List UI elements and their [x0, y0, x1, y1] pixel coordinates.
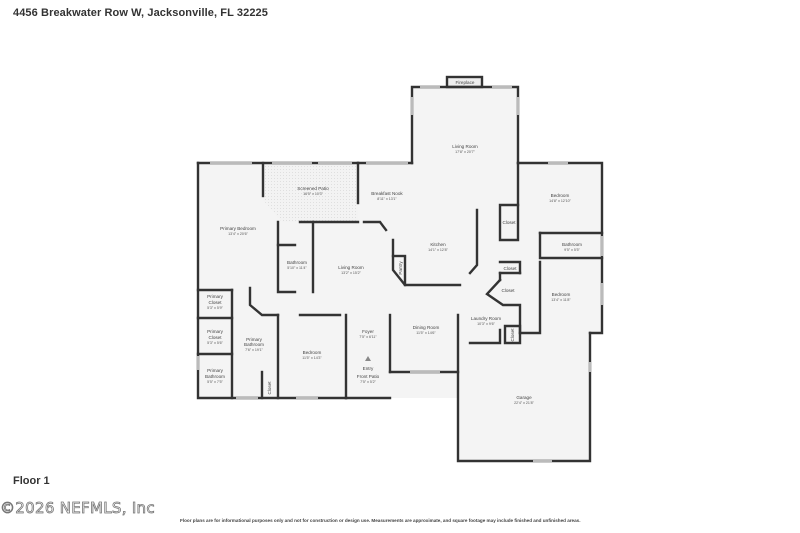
- room-primary-bathroom-2-line2: Bathroom: [205, 374, 225, 379]
- svg-text:14'1" x 12'8": 14'1" x 12'8": [428, 248, 448, 252]
- svg-text:13'4" x 11'8": 13'4" x 11'8": [551, 298, 571, 302]
- screened-patio-floor: [263, 163, 358, 222]
- room-closet-laundry: Closet: [510, 328, 515, 342]
- disclaimer-text: Floor plans are for informational purpos…: [180, 518, 581, 523]
- floor-fill: [198, 87, 602, 461]
- room-primary-bathroom-1-line2: Bathroom: [244, 342, 264, 347]
- svg-text:22'4" x 21'8": 22'4" x 21'8": [514, 401, 534, 405]
- property-address: 4456 Breakwater Row W, Jacksonville, FL …: [13, 7, 268, 19]
- svg-text:10'3" x 9'6": 10'3" x 9'6": [477, 322, 495, 326]
- windows: [197, 86, 603, 462]
- room-primary-closet-2: Primary: [207, 329, 224, 334]
- room-closet-sw: Closet: [267, 381, 272, 395]
- room-screened-patio: Screened Patio: [297, 186, 329, 191]
- svg-text:16'5" x 10'3": 16'5" x 10'3": [303, 192, 323, 196]
- room-primary-bedroom: Primary Bedroom: [220, 226, 256, 231]
- room-bedroom-s: Bedroom: [303, 350, 322, 355]
- room-entry: Entry: [363, 366, 374, 371]
- svg-text:7'5" x 6'11": 7'5" x 6'11": [359, 335, 377, 339]
- svg-text:8'11" x 13'1": 8'11" x 13'1": [377, 197, 397, 201]
- room-front-patio: Front Patio: [357, 374, 380, 379]
- room-closet-e2: Closet: [501, 288, 515, 293]
- room-fireplace: Fireplace: [456, 80, 475, 85]
- room-breakfast-nook: Breakfast Nook: [371, 191, 403, 196]
- room-primary-bathroom-1: Primary: [246, 337, 263, 342]
- svg-text:5'10" x 11'4": 5'10" x 11'4": [287, 266, 307, 270]
- svg-text:11'5" x 14'3": 11'5" x 14'3": [302, 356, 322, 360]
- svg-text:5'5" x 7'5": 5'5" x 7'5": [207, 380, 223, 384]
- room-bedroom-e: Bedroom: [552, 292, 571, 297]
- svg-text:17'8" x 20'7": 17'8" x 20'7": [455, 150, 475, 154]
- floor-label: Floor 1: [13, 475, 50, 487]
- room-primary-closet-1-line2: Closet: [208, 300, 222, 305]
- room-closet-e1: Closet: [503, 266, 517, 271]
- svg-text:11'5" x 14'6": 11'5" x 14'6": [416, 331, 436, 335]
- room-living-room-2: Living Room: [338, 265, 364, 270]
- svg-text:9'5" x 5'5": 9'5" x 5'5": [564, 248, 580, 252]
- room-primary-closet-1: Primary: [207, 294, 224, 299]
- copyright-watermark: ©2026 NEFMLS, Inc: [0, 499, 155, 518]
- svg-text:14'8" x 12'10": 14'8" x 12'10": [549, 199, 571, 203]
- room-primary-closet-2-line2: Closet: [208, 335, 222, 340]
- room-garage: Garage: [516, 395, 532, 400]
- room-closet-ne: Closet: [502, 220, 516, 225]
- svg-text:7'5" x 5'2": 7'5" x 5'2": [360, 380, 376, 384]
- room-bathroom-hall: Bathroom: [287, 260, 307, 265]
- room-foyer: Foyer: [362, 329, 374, 334]
- room-kitchen: Kitchen: [430, 242, 446, 247]
- svg-text:5'3" x 5'9": 5'3" x 5'9": [207, 306, 223, 310]
- room-living-room-main: Living Room: [452, 144, 478, 149]
- room-primary-bathroom-2: Primary: [207, 368, 224, 373]
- room-pantry: Pantry: [398, 261, 403, 275]
- room-labels: Fireplace Living Room 17'8" x 20'7" Scre…: [205, 80, 582, 405]
- svg-text:5'3" x 5'6": 5'3" x 5'6": [207, 341, 223, 345]
- entry-arrow-icon: [365, 356, 371, 361]
- room-laundry-room: Laundry Room: [471, 316, 501, 321]
- room-bedroom-ne: Bedroom: [551, 193, 570, 198]
- svg-text:13'2" x 15'2": 13'2" x 15'2": [341, 271, 361, 275]
- svg-text:7'6" x 19'1": 7'6" x 19'1": [245, 348, 263, 352]
- svg-text:13'4" x 20'6": 13'4" x 20'6": [228, 232, 248, 236]
- room-dining-room: Dining Room: [413, 325, 440, 330]
- room-bathroom-e: Bathroom: [562, 242, 582, 247]
